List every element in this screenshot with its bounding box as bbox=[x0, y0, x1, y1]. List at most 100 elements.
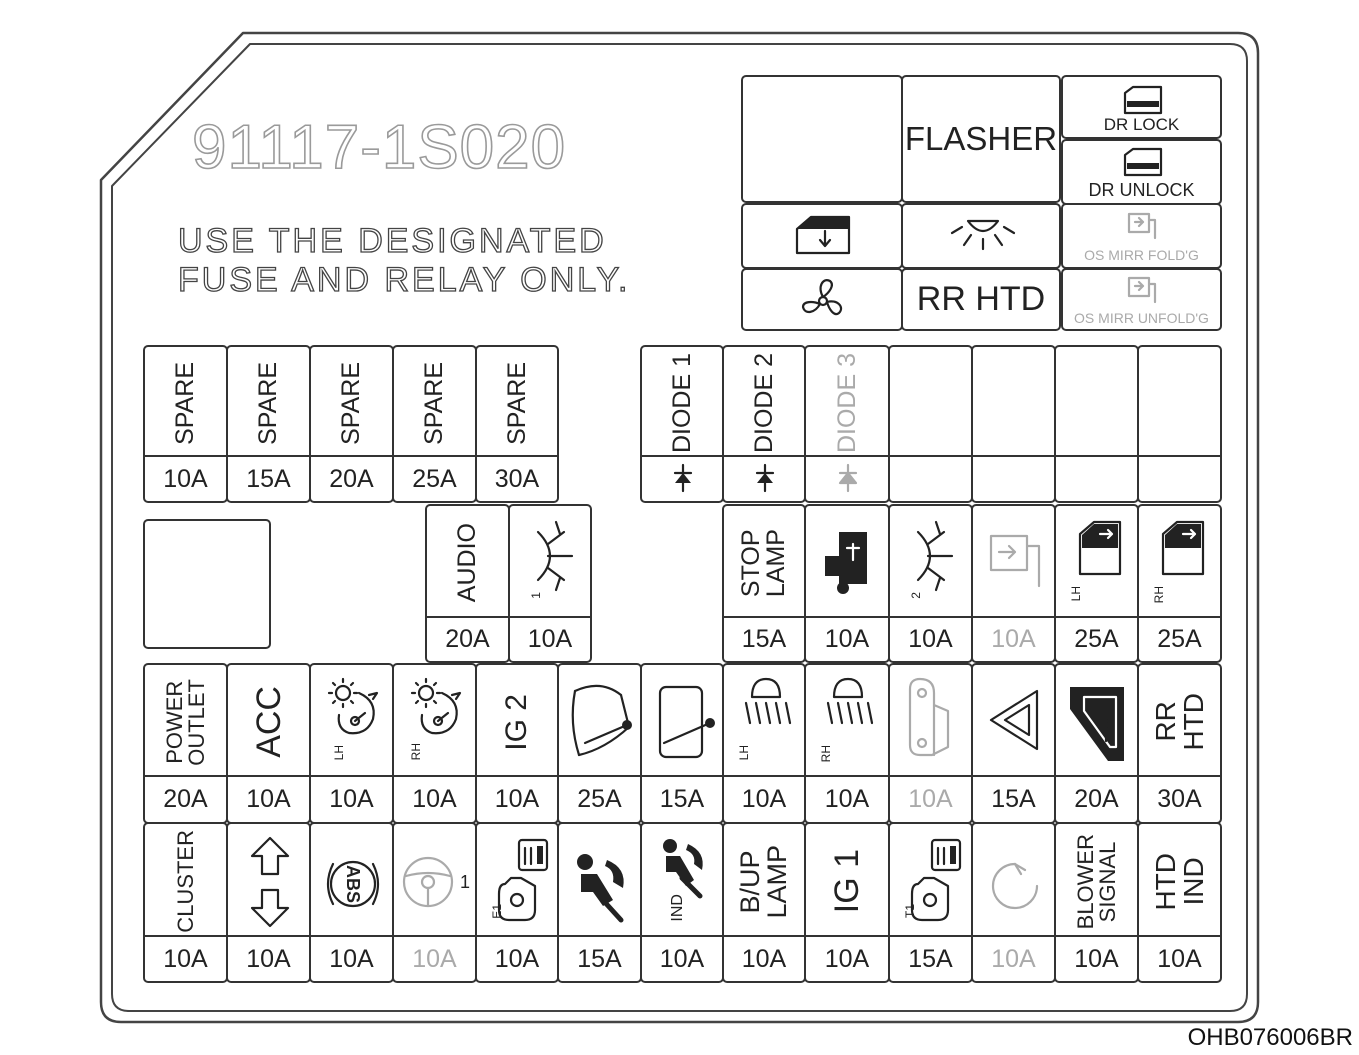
fuse-sub-label: LH bbox=[737, 745, 751, 761]
fuse-label: ACC bbox=[249, 686, 288, 758]
steering-wheel-icon bbox=[402, 856, 454, 908]
door-unlock-relay-icon bbox=[1123, 147, 1163, 177]
fuse-sub-label: E1 bbox=[490, 904, 504, 919]
ecu-icon bbox=[497, 838, 549, 922]
fuse-smart-key: 10A bbox=[804, 504, 890, 663]
fuse-door-lock: 20A bbox=[1054, 663, 1139, 824]
relay-rr-htd: RR HTD bbox=[901, 268, 1061, 331]
diode-icon bbox=[673, 463, 693, 493]
fuse-spare-10a: SPARE 10A bbox=[143, 345, 228, 503]
diode-icon bbox=[838, 463, 858, 493]
fuse-trunk: 10A bbox=[888, 663, 973, 824]
fuse-amp: 25A bbox=[559, 775, 640, 822]
fuse-amp: 10A bbox=[228, 775, 309, 822]
relay-room-lamp bbox=[901, 203, 1061, 269]
instruction-line-2: FUSE AND RELAY ONLY. bbox=[177, 260, 631, 299]
diode-icon bbox=[755, 463, 775, 493]
fuse-amp: 20A bbox=[311, 455, 392, 501]
relay-os-mirr-unfold-label: OS MIRR UNFOLD'G bbox=[1074, 310, 1209, 326]
fuse-sub-label: IND bbox=[669, 894, 686, 922]
fuse-amp: 25A bbox=[1139, 616, 1220, 661]
fuse-amp: 15A bbox=[724, 616, 804, 661]
fuse-amp: 10A bbox=[394, 935, 475, 981]
fuse-headlamp-lh: LH 10A bbox=[722, 663, 806, 824]
fuse-amp: 10A bbox=[724, 935, 804, 981]
fuse-htd-ind: HTD IND 10A bbox=[1137, 822, 1222, 983]
fuse-amp: 10A bbox=[145, 935, 226, 981]
empty-relay-slot bbox=[143, 519, 271, 649]
fuse-amp: 10A bbox=[1056, 935, 1137, 981]
image-code: OHB076006BR bbox=[1187, 1024, 1353, 1051]
fuse-amp: 15A bbox=[559, 935, 640, 981]
empty-slot bbox=[888, 345, 973, 503]
fuse-label: CLUSTER bbox=[172, 830, 198, 933]
fuse-acc: ACC 10A bbox=[226, 663, 311, 824]
fuse-label: IG 1 bbox=[828, 849, 866, 914]
fuse-abs: ABS 10A bbox=[309, 822, 394, 983]
trunk-icon bbox=[908, 677, 950, 757]
fuse-amp: 15A bbox=[642, 775, 722, 822]
abs-icon: ABS bbox=[326, 860, 380, 908]
fuse-sub-label: 1 bbox=[529, 592, 543, 599]
fuse-amp: 15A bbox=[890, 935, 971, 981]
fuse-label: RR HTD bbox=[1149, 693, 1209, 751]
fuse-hazard: 15A bbox=[971, 663, 1056, 824]
diode-2: DIODE 2 bbox=[722, 345, 806, 503]
fuse-label: IG 2 bbox=[500, 693, 533, 751]
fuse-label: SPARE bbox=[502, 361, 531, 445]
fuse-label: SPARE bbox=[254, 361, 282, 445]
fuse-spare-25a: SPARE 25A bbox=[392, 345, 477, 503]
fuse-ig1: IG 1 10A bbox=[804, 822, 890, 983]
tcu-icon bbox=[910, 838, 962, 922]
fuse-mirror-fold: 10A bbox=[971, 504, 1056, 663]
fuse-wiper-front: 25A bbox=[557, 663, 642, 824]
fuse-power-window-lh: LH 25A bbox=[1054, 504, 1139, 663]
fuse-cluster: CLUSTER 10A bbox=[143, 822, 228, 983]
diode-number: 1 bbox=[667, 352, 696, 367]
headlamp-icon bbox=[826, 677, 874, 725]
fuse-label: B/UP LAMP bbox=[735, 844, 792, 919]
diode-symbol-area bbox=[806, 455, 888, 501]
fuse-amp: 10A bbox=[806, 775, 888, 822]
fuse-headlamp-rh: RH 10A bbox=[804, 663, 890, 824]
fuse-amp: 10A bbox=[311, 935, 392, 981]
fuse-sub-label: RH bbox=[1152, 586, 1166, 604]
relay-dr-unlock: DR UNLOCK bbox=[1061, 139, 1222, 205]
fuse-amp: 10A bbox=[724, 775, 804, 822]
climate-module-icon bbox=[410, 677, 462, 735]
power-window-relay-icon bbox=[795, 215, 851, 255]
room-lamp-icon bbox=[536, 520, 574, 592]
instruction-line-1: USE THE DESIGNATED bbox=[177, 221, 607, 260]
mirror-unfold-relay-icon bbox=[1127, 276, 1157, 304]
diode-number: 3 bbox=[832, 352, 861, 367]
power-window-icon bbox=[1078, 520, 1122, 576]
fuse-amp: 10A bbox=[311, 775, 392, 822]
fuse-audio: AUDIO 20A bbox=[425, 504, 510, 663]
airbag-indicator-icon bbox=[663, 839, 703, 899]
fuse-amp: 10A bbox=[890, 616, 971, 661]
fuse-climate-rh: RH 10A bbox=[392, 663, 477, 824]
diode-3: DIODE 3 bbox=[804, 345, 890, 503]
fuse-label: AUDIO bbox=[453, 523, 481, 603]
hazard-icon bbox=[989, 689, 1039, 751]
rotate-arrow-icon bbox=[991, 862, 1039, 910]
fuse-airbag: 15A bbox=[557, 822, 642, 983]
door-lock-icon bbox=[1070, 687, 1124, 761]
mirror-fold-icon bbox=[989, 534, 1041, 588]
climate-module-icon bbox=[327, 677, 379, 735]
diode-label: DIODE bbox=[667, 373, 696, 454]
fuse-tcu: T1 15A bbox=[888, 822, 973, 983]
relay-dr-lock: DR LOCK bbox=[1061, 75, 1222, 139]
fuse-amp: 10A bbox=[642, 935, 722, 981]
relay-blower bbox=[741, 268, 903, 331]
diode-label: DIODE bbox=[749, 373, 778, 454]
fuse-amp: 10A bbox=[1139, 935, 1220, 981]
relay-rr-htd-label: RR HTD bbox=[916, 280, 1046, 318]
fuse-steering: 1 10A bbox=[392, 822, 477, 983]
fuse-amp: 10A bbox=[806, 616, 888, 661]
fuse-spare-15a: SPARE 15A bbox=[226, 345, 311, 503]
fuse-ecu: E1 10A bbox=[475, 822, 559, 983]
fuse-sub-label: T1 bbox=[903, 904, 917, 919]
fuse-label: SPARE bbox=[420, 361, 448, 445]
